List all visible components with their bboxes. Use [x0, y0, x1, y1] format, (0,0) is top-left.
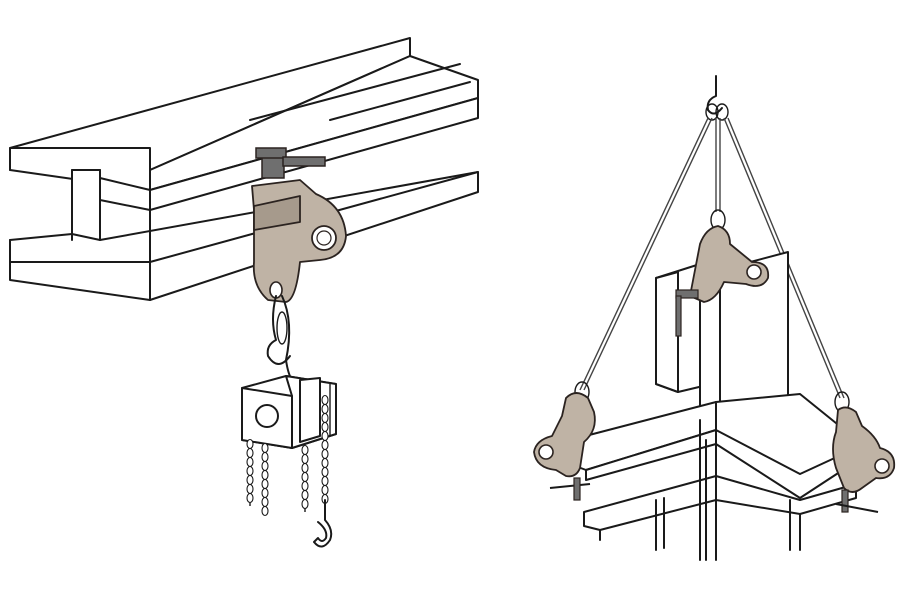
chain-link: [321, 421, 329, 433]
chain-link: [301, 471, 309, 483]
chain-link: [321, 412, 329, 424]
hand-chain: [249, 438, 326, 512]
chain-link: [261, 505, 269, 517]
chain-link: [246, 492, 254, 504]
chain-link: [321, 448, 329, 460]
chain-link: [246, 465, 254, 477]
chain-link: [321, 475, 329, 487]
crane-hook-icon: [705, 75, 729, 121]
chain-link: [301, 489, 309, 501]
plate-clamp-left: [533, 392, 596, 501]
beam-clamp-icon: [251, 147, 347, 303]
chain-link: [321, 430, 329, 442]
chain-link: [321, 457, 329, 469]
chain-link: [261, 496, 269, 508]
chain-link: [261, 469, 269, 481]
chain-link: [261, 478, 269, 490]
chain-link: [321, 403, 329, 415]
chain-link: [246, 456, 254, 468]
chain-link: [261, 460, 269, 472]
chain-link: [246, 474, 254, 486]
chain-link: [321, 394, 329, 406]
chain-link: [321, 466, 329, 478]
chain-link: [246, 447, 254, 459]
chain-link: [261, 442, 269, 454]
lifting-hook-icon: [266, 295, 293, 381]
chain-link: [301, 462, 309, 474]
chain-link: [246, 438, 254, 450]
right-panel-plate-clamps: [533, 75, 896, 561]
left-panel-beam-clamp: [9, 37, 479, 548]
chain-link: [321, 484, 329, 496]
chain-link: [301, 498, 309, 510]
chain-hoist-icon: [241, 375, 337, 548]
chain-link: [301, 444, 309, 456]
chain-link: [246, 483, 254, 495]
chain-link: [261, 487, 269, 499]
chain-link: [261, 451, 269, 463]
chain-link: [301, 453, 309, 465]
plate-clamp-right: [832, 406, 896, 513]
chain-link: [301, 480, 309, 492]
plate-clamp-icon: [675, 225, 770, 337]
i-beam: [9, 37, 479, 301]
chain-link: [321, 439, 329, 451]
